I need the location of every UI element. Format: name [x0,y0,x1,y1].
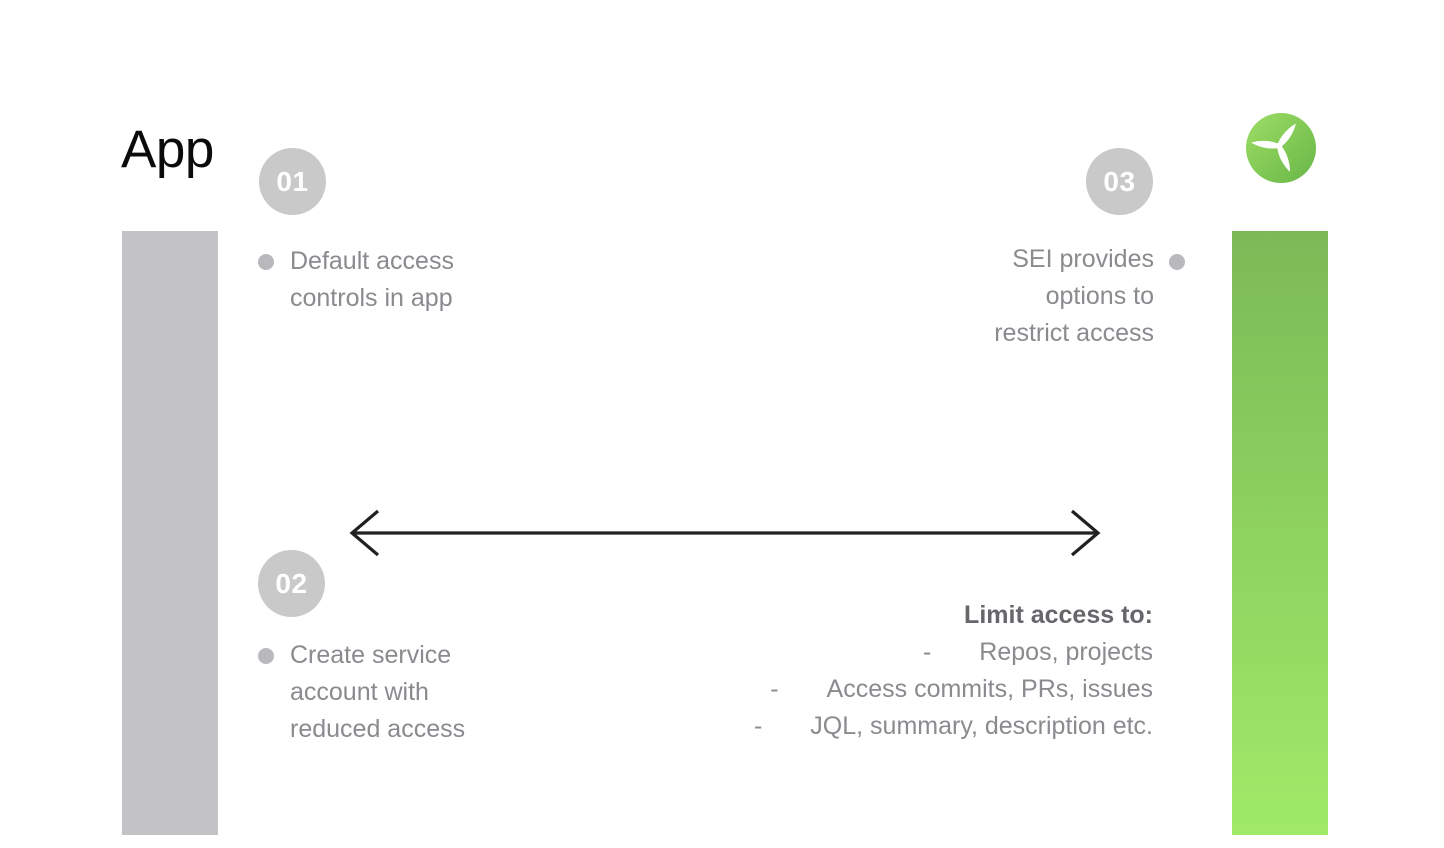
sei-column-bar [1232,231,1328,835]
step2-line1: Create service [290,641,452,669]
list-dash: - [753,712,763,740]
list-dash: - [922,638,932,666]
limit-access-item-text: Access commits, PRs, issues [826,675,1153,703]
double-headed-arrow-icon [347,507,1103,559]
limit-access-item: - Repos, projects [754,634,1153,671]
limit-access-item: - Access commits, PRs, issues [754,671,1153,708]
step1-text: Default access controls in app [290,243,454,317]
limit-access-item: - JQL, summary, description etc. [754,708,1153,745]
step1-line2: controls in app [290,284,453,312]
step1-line1: Default access [290,247,454,275]
bullet-dot-step2 [258,648,274,664]
step-badge-03: 03 [1086,148,1153,215]
step3-line3: restrict access [994,319,1154,347]
step2-line3: reduced access [290,715,466,743]
step2-text: Create service account with reduced acce… [290,637,465,748]
step-badge-01: 01 [259,148,326,215]
sei-propeller-logo-icon [1245,112,1317,184]
list-dash: - [770,675,779,703]
bullet-dot-step1 [258,254,274,270]
bullet-dot-step3 [1169,254,1185,270]
step3-text: SEI provides options to restrict access [994,241,1154,352]
limit-access-heading: Limit access to: [964,601,1153,629]
step3-line2: options to [1045,282,1154,310]
limit-access-item-text: Repos, projects [979,638,1153,666]
app-column-bar [122,231,218,835]
app-column-title: App [121,120,214,179]
limit-access-item-text: JQL, summary, description etc. [810,712,1153,740]
step3-line1: SEI provides [1012,245,1154,273]
step2-line2: account with [290,678,429,706]
step-badge-02: 02 [258,550,325,617]
limit-access-list: Limit access to: - Repos, projects - Acc… [754,597,1153,745]
